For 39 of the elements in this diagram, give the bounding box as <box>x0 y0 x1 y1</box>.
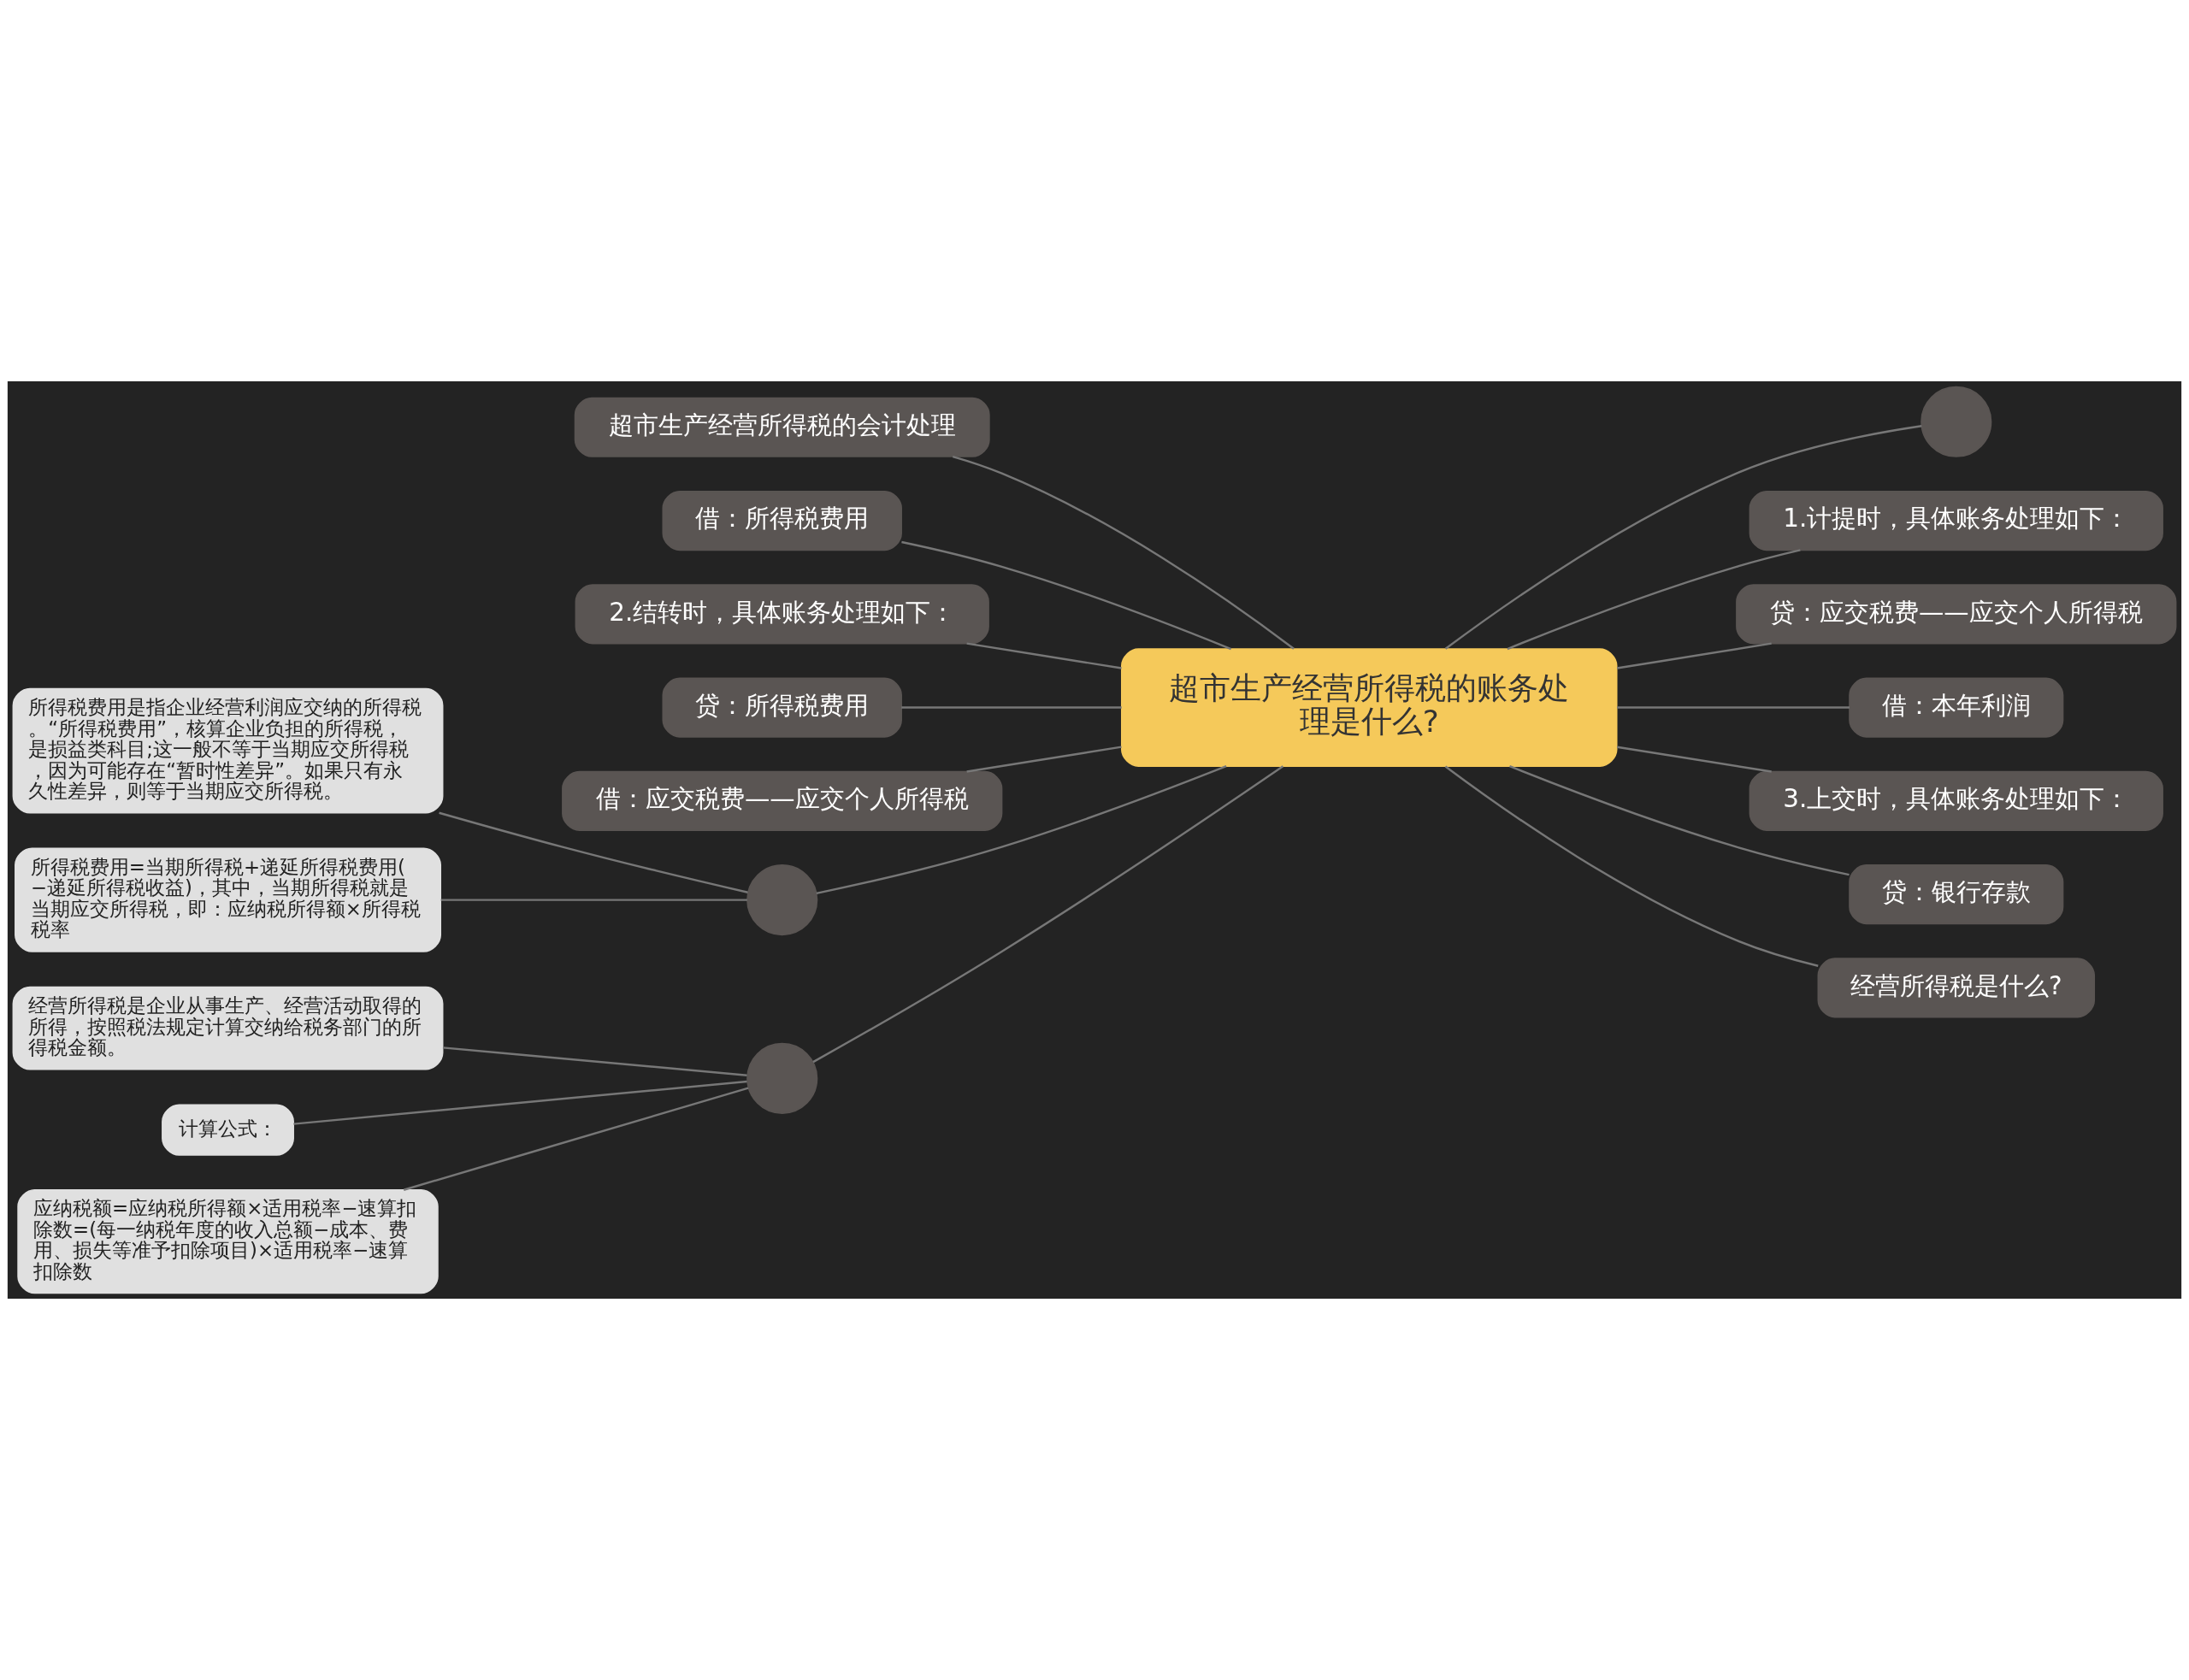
node-box: 借：本年利润 <box>1849 677 2064 738</box>
node-box: 2.结转时，具体账务处理如下： <box>575 584 989 645</box>
node-box: 贷：银行存款 <box>1849 864 2064 925</box>
node-box: 所得税费用=当期所得税+递延所得税费用(−递延所得税收益)，其中，当期所得税就是当期应交所得税，即：应纳税所得额×所得税税率 <box>15 847 441 952</box>
node-box: 所得税费用是指企业经营利润应交纳的所得税。“所得税费用”，核算企业负担的所得税，是损益类科目;这一般不等于当期应交所得税，因为可能存在“暂时性差异”。如果只有永久性差异，则等于当期应交所得税。 <box>12 687 444 814</box>
node-box: 超市生产经营所得税的账务处理是什么? <box>1121 648 1618 767</box>
connector <box>816 765 1227 895</box>
node-circle <box>1921 386 1992 457</box>
connector <box>442 1046 747 1076</box>
connector <box>440 899 747 901</box>
connector <box>1507 549 1801 651</box>
connector <box>1444 765 1819 967</box>
connector <box>812 765 1284 1064</box>
node-box: 借：应交税费——应交个人所得税 <box>562 770 1003 831</box>
node-circle <box>746 1042 818 1114</box>
node-box: 经营所得税是企业从事生产、经营活动取得的所得，按照税法规定计算交纳给税务部门的所得税金额。 <box>12 986 444 1070</box>
node-box: 贷：所得税费用 <box>662 677 902 738</box>
node-box: 经营所得税是什么? <box>1817 958 2096 1018</box>
node-box: 超市生产经营所得税的会计处理 <box>574 397 990 457</box>
connector <box>966 746 1122 773</box>
connector <box>1509 765 1850 876</box>
connector <box>1617 706 1850 709</box>
node-box: 应纳税额=应纳税所得额×适用税率−速算扣除数=(每一纳税年度的收入总额−成本、费用、损失等准予扣除项目)×适用税率−速算扣除数 <box>17 1189 439 1294</box>
connector <box>439 811 748 893</box>
connector <box>1616 746 1772 773</box>
connector <box>403 1087 749 1191</box>
connector <box>1444 425 1922 650</box>
connector <box>293 1080 747 1125</box>
connector <box>901 540 1232 651</box>
node-box: 贷：应交税费——应交个人所得税 <box>1736 584 2177 645</box>
node-box: 3.上交时，具体账务处理如下： <box>1749 770 2163 831</box>
node-box: 借：所得税费用 <box>662 491 902 551</box>
connector <box>966 642 1122 669</box>
node-box: 1.计提时，具体账务处理如下： <box>1749 491 2163 551</box>
connector <box>901 706 1122 709</box>
connector <box>1616 642 1772 669</box>
node-box: 计算公式： <box>162 1104 294 1156</box>
connector <box>952 455 1295 650</box>
node-circle <box>746 864 818 936</box>
